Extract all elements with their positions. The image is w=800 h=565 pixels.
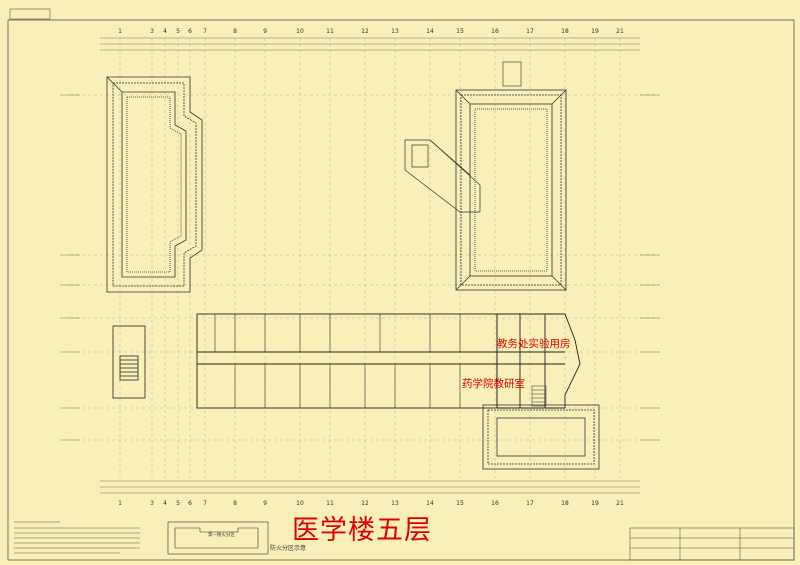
bottom-axis	[100, 480, 640, 494]
axis-label: 15	[456, 28, 464, 35]
axis-label: 18	[561, 500, 569, 507]
axis-label: 9	[263, 500, 267, 507]
room-label-lab: 教务处实验用房	[497, 338, 571, 350]
general-notes	[14, 521, 140, 554]
main-block	[196, 313, 498, 409]
south-roof	[482, 404, 600, 470]
axis-label: 19	[591, 28, 599, 35]
axis-label: 13	[391, 28, 399, 35]
left-axis-marks	[60, 94, 80, 441]
title-block	[629, 527, 795, 561]
axis-label: 14	[426, 500, 434, 507]
west-stair	[112, 325, 146, 399]
axis-bubbles-bottom: 1 3 4 5 6 7 8 9 10 11 12 13 14 15 16 17 …	[118, 500, 624, 507]
legend-title: 防火分区示意	[270, 545, 307, 552]
axis-label: 1	[118, 500, 122, 507]
axis-label: 10	[296, 500, 304, 507]
axis-label: 12	[361, 500, 369, 507]
axis-label: 16	[491, 500, 499, 507]
axis-label: 4	[163, 28, 167, 35]
fire-zone-inset	[167, 521, 269, 555]
axis-label: 6	[188, 28, 192, 35]
axis-label: 10	[296, 28, 304, 35]
axis-label: 15	[456, 500, 464, 507]
room-partitions	[214, 314, 461, 408]
right-axis-marks	[640, 94, 660, 441]
room-label-office: 药学院教研室	[462, 378, 525, 390]
axis-label: 21	[616, 500, 624, 507]
axis-label: 6	[188, 500, 192, 507]
axis-label: 7	[203, 500, 207, 507]
axis-label: 16	[491, 28, 499, 35]
right-wing-top-stair	[502, 61, 522, 87]
axis-label: 11	[326, 500, 334, 507]
axis-label: 8	[233, 500, 237, 507]
stair-east	[531, 385, 547, 407]
left-wing-roof	[106, 76, 203, 293]
axis-label: 4	[163, 500, 167, 507]
axis-label: 3	[150, 500, 154, 507]
axis-label: 7	[203, 28, 207, 35]
axis-label: 14	[426, 28, 434, 35]
sheet-border	[7, 19, 795, 561]
right-wing-roof	[106, 76, 567, 291]
inset-label: 第一防火分区	[208, 533, 235, 538]
axis-label: 3	[150, 28, 154, 35]
axis-label: 17	[526, 500, 534, 507]
top-axis	[100, 37, 640, 51]
axis-label: 19	[591, 500, 599, 507]
axis-label: 5	[176, 28, 180, 35]
axis-label: 8	[233, 28, 237, 35]
axis-bubbles-top: 1 3 4 5 6 7 8 9 10 11 12 13 14 15 16 17 …	[118, 28, 624, 35]
east-block	[496, 313, 581, 409]
axis-label: 1	[118, 28, 122, 35]
title-block-tab	[9, 8, 51, 20]
axis-label: 11	[326, 28, 334, 35]
axis-label: 17	[526, 28, 534, 35]
detail-callout	[404, 139, 481, 213]
axis-label: 5	[176, 500, 180, 507]
axis-label: 13	[391, 500, 399, 507]
drawing-title: 医学楼五层	[292, 515, 432, 546]
axis-label: 9	[263, 28, 267, 35]
axis-label: 12	[361, 28, 369, 35]
axis-label: 18	[561, 28, 569, 35]
axis-label: 21	[616, 28, 624, 35]
